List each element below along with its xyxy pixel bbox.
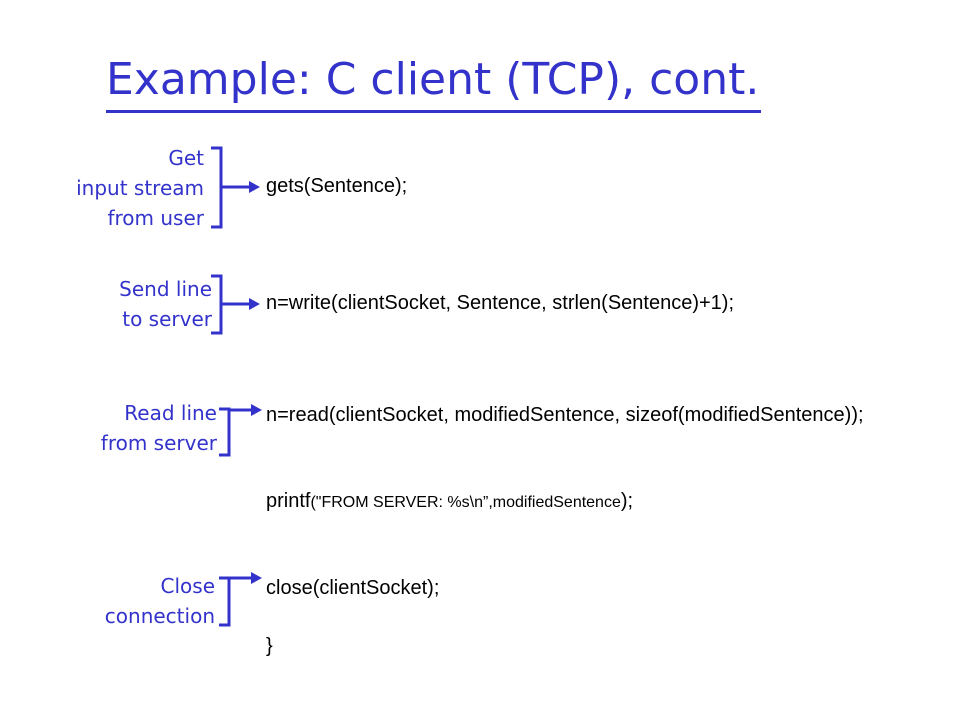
bracket-send-line <box>211 274 223 335</box>
annotation-line: connection <box>104 604 215 628</box>
annotation-line: Close <box>160 574 215 598</box>
code-line-printf: printf("FROM SERVER: %s\n”,modifiedSente… <box>266 488 633 516</box>
bracket-close-connection <box>219 576 231 627</box>
code-line-gets: gets(Sentence); <box>266 175 408 197</box>
bracket-get-input <box>211 146 223 229</box>
code-line-write: n=write(clientSocket, Sentence, strlen(S… <box>266 292 735 314</box>
arrowhead-close-connection <box>251 572 262 584</box>
annotation-line: from user <box>107 206 204 230</box>
code-line-closing-brace: } <box>266 635 273 657</box>
annotation-line: input stream <box>76 176 204 200</box>
annotation-send-line: Send line to server <box>119 274 212 334</box>
annotation-read-line: Read line from server <box>101 398 217 458</box>
arrowhead-get-input <box>249 181 260 193</box>
arrowhead-read-line <box>251 404 262 416</box>
code-printf-name: printf <box>266 490 311 512</box>
code-printf-args: ("FROM SERVER: %s\n”,modifiedSentence <box>310 494 621 511</box>
annotation-line: Send line <box>119 277 212 301</box>
annotation-line: Read line <box>124 401 217 425</box>
code-line-read: n=read(clientSocket, modifiedSentence, s… <box>266 404 864 426</box>
annotation-line: from server <box>100 431 217 455</box>
code-line-close: close(clientSocket); <box>266 577 440 599</box>
arrowhead-send-line <box>249 298 260 310</box>
annotation-close-connection: Close connection <box>105 571 215 631</box>
annotation-line: Get <box>168 146 204 170</box>
annotation-get-input: Get input stream from user <box>76 143 204 233</box>
code-printf-end: ); <box>620 490 634 512</box>
bracket-read-line <box>219 407 231 457</box>
annotation-line: to server <box>122 307 212 331</box>
slide-title: Example: C client (TCP), cont. <box>106 54 760 105</box>
title-underline <box>106 110 761 113</box>
